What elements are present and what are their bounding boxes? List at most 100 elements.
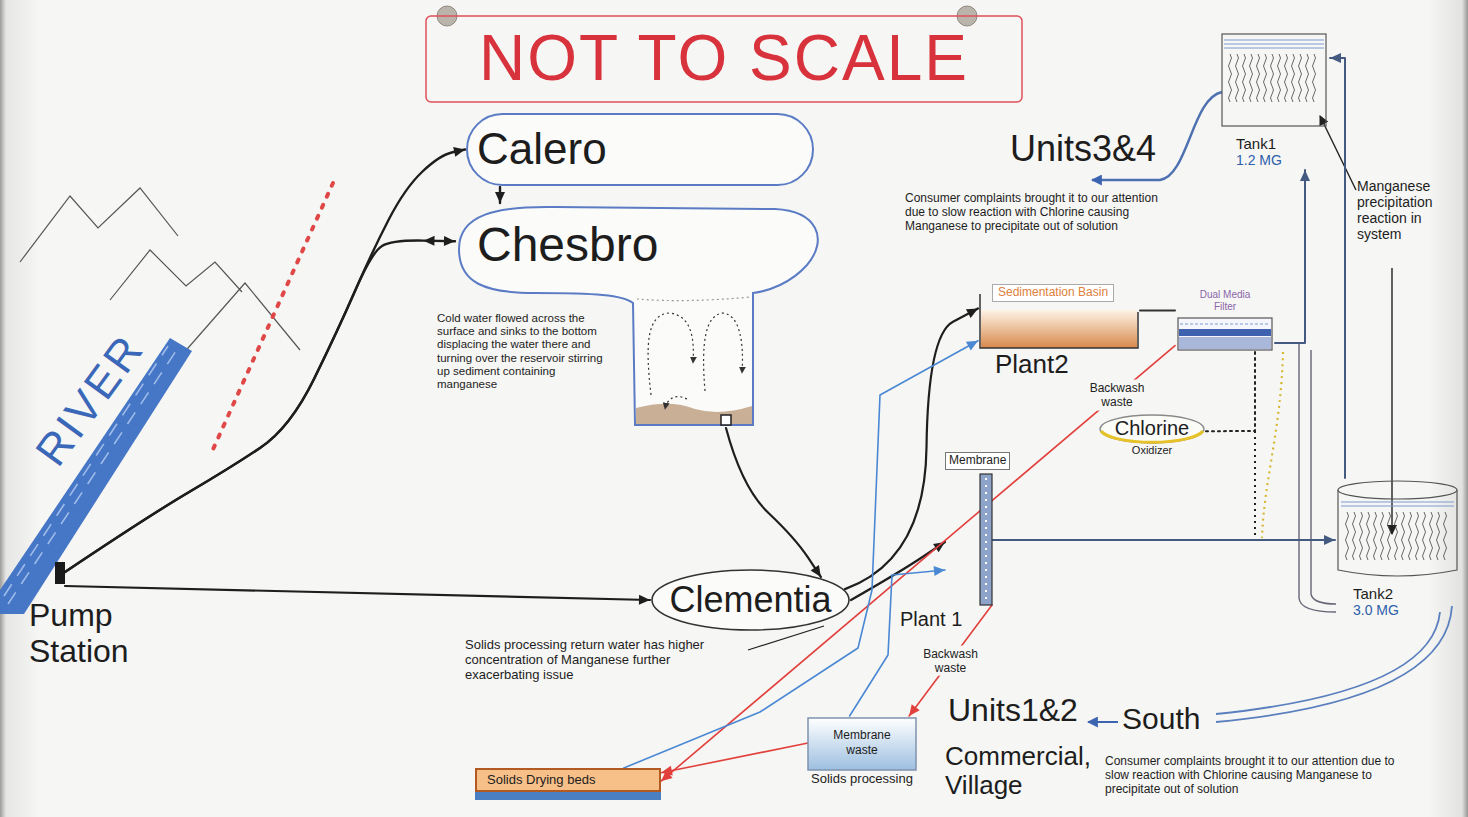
red-dotted-line [210,183,333,456]
precipitate-mark [1437,512,1440,560]
node-text: Calero [477,124,607,175]
outlet-pipe [1216,606,1452,722]
connector [1275,170,1310,343]
tank-outline [1338,490,1457,576]
node-text: Tank2 [1353,585,1393,602]
destination-label-holder: Units1&2 [948,692,1078,729]
precipitate-mark [1299,54,1302,102]
membrane-filter: Membrane [945,452,1013,607]
node-text: 3.0 MG [1353,602,1399,618]
arrow-head [966,341,978,351]
leader-arrow [1391,268,1392,534]
connector-line [65,586,650,600]
reservoir-calero: Calero [465,112,815,187]
precipitate-mark [1409,512,1412,560]
connector [661,346,1175,782]
circulation-arrow [648,313,693,395]
connector [495,187,505,203]
annotation-note-holder: Manganese precipitation reaction in syst… [1357,178,1452,242]
water-line [1224,40,1324,48]
pump-station: Pump Station [25,562,177,677]
connector [726,428,821,577]
plant-label-holder: Plant 1 [900,608,962,631]
precipitate-mark [1243,54,1246,102]
river-label: RIVER [26,325,155,476]
flow-arrow [1088,721,1118,723]
water-line [1341,502,1454,506]
leader-arrow [1320,116,1356,190]
drying-beds: Solids Drying beds [475,768,661,792]
destination-label: Units1&2 [948,692,1078,729]
precipitate-mark [1430,512,1433,560]
edge-label-holder: Backwash waste [1085,380,1149,411]
node-text: Chlorine [1115,416,1189,440]
oxidizer-outline [1100,415,1204,443]
destination-label: Units3&4 [1010,128,1156,169]
precipitate-mark [1353,512,1356,560]
connector [845,308,978,589]
destination-label: Commercial, Village [945,742,1105,800]
connector [1206,352,1255,431]
annotation-note-holder: Consumer complaints brought it to our at… [905,192,1167,233]
leader-line [748,626,824,650]
precipitate-mark [1360,512,1363,560]
edge-label: Backwash waste [919,645,983,676]
connector-line [726,428,821,577]
connector-line [1275,170,1305,343]
precipitate-mark [1388,512,1391,560]
node-text: Tank1 [1236,135,1276,152]
reservoir-outline [467,114,813,185]
drying-bed-box [476,769,660,791]
sediment [636,404,752,424]
sedimentation-basin: Sedimentation Basin [978,284,1140,350]
magnet [437,6,457,26]
arrow-head [661,766,673,776]
precipitate-mark [1306,54,1309,102]
connector [992,535,1335,545]
connector-line [661,743,808,773]
connector-line [845,308,978,589]
arrow-head [639,595,650,605]
filter-media [1179,329,1271,336]
plant-label-holder: Plant2 [995,350,1069,380]
plant-label: Plant2 [995,350,1069,380]
precipitate-mark [1271,54,1274,102]
node-text: Dual Media Filter [1192,289,1258,312]
node-text: Sedimentation Basin [992,284,1114,302]
basin-wall [980,294,1138,348]
arrow-head [966,308,978,318]
precipitate-mark [1374,512,1377,560]
annotation-note-holder: Consumer complaints brought it to our at… [1105,755,1395,796]
note-outline [426,16,1022,102]
arrow-head [933,542,945,552]
solids-processing: Membrane wasteSolids processing [800,716,924,794]
plant-label: Plant 1 [900,608,962,631]
connector-line [1140,309,1175,311]
precipitate-mark [1313,54,1316,102]
arrow-head [424,236,435,246]
arrow-head [1324,535,1335,545]
precipitate-mark [1423,512,1426,560]
drying-bed-base [475,792,661,800]
connector-line [1206,352,1255,431]
outlet-box [721,415,731,425]
connector-line [1330,58,1345,478]
connector [661,743,808,776]
arrow-head [453,147,465,157]
node-text: Membrane [945,452,1010,470]
connector [65,236,455,572]
edge-label: Backwash waste [1085,380,1149,411]
edge-label-holder: Backwash waste [919,645,983,676]
connector-line [65,241,455,572]
dual-media-filter: Dual Media Filter [1175,288,1275,352]
direction-label: South [1122,702,1200,737]
annotation-note-holder: Cold water flowed across the surface and… [437,312,613,391]
connector-line [850,570,945,716]
precipitate-mark [1257,54,1260,102]
precipitate-mark [1444,512,1447,560]
precipitate-mark [1292,54,1295,102]
pump-symbol [55,562,65,584]
